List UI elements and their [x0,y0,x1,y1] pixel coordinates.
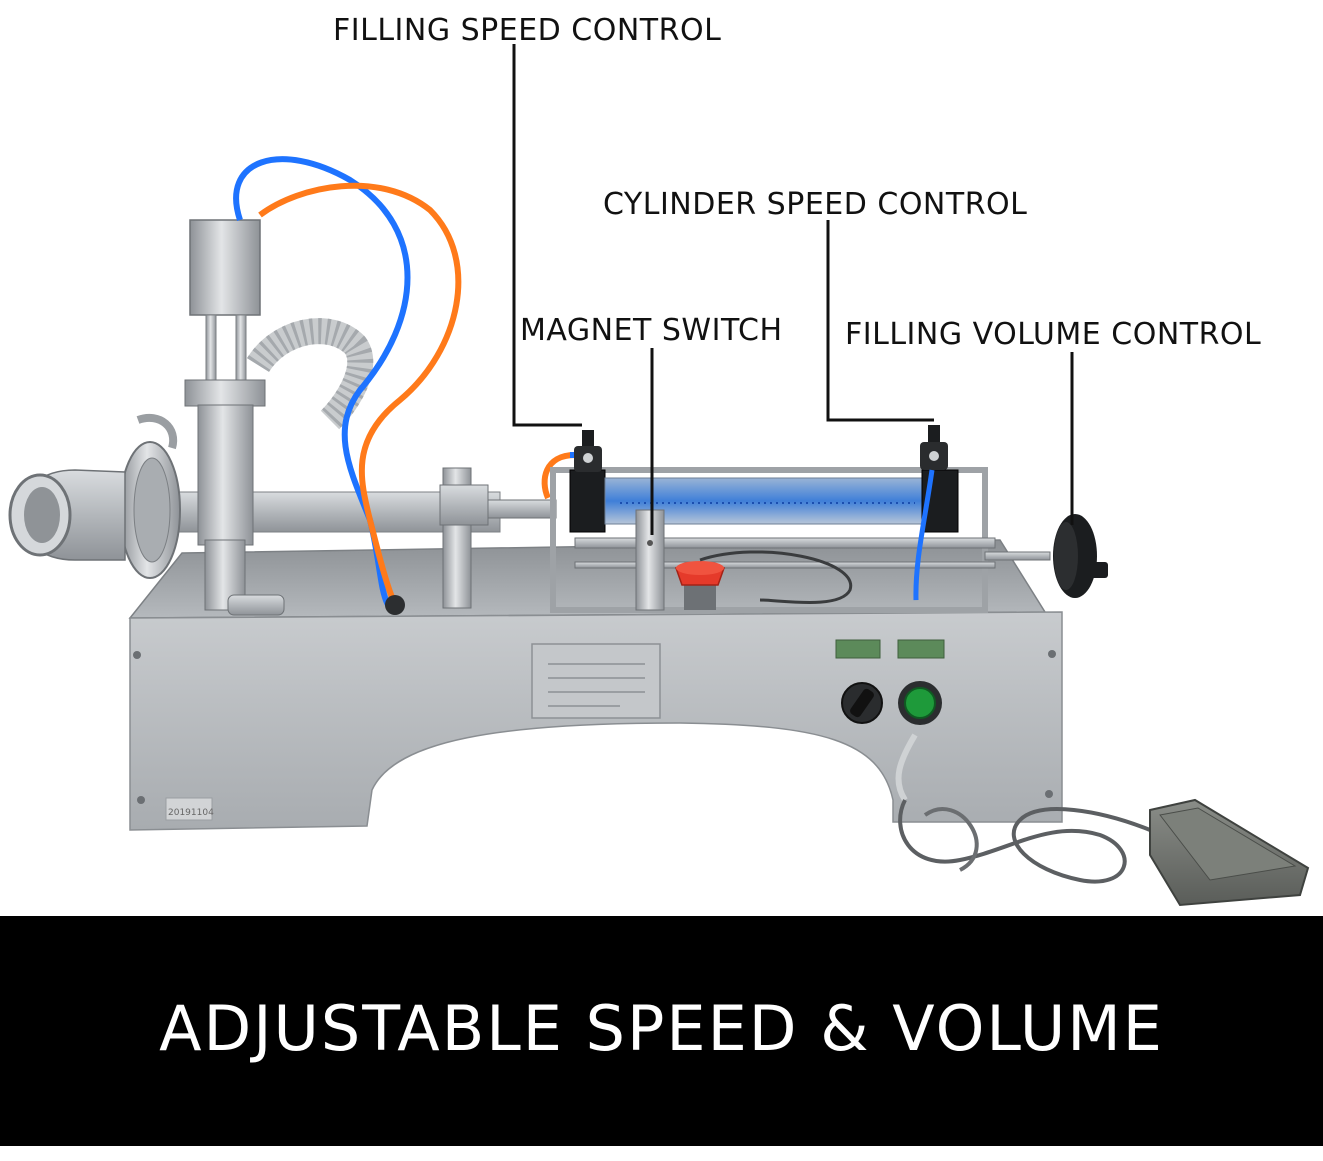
sensor-wire [699,550,853,604]
callout-lines [512,44,1074,535]
callout-magnet-switch: MAGNET SWITCH [520,313,783,348]
base-cabinet [129,611,1063,831]
bottom-margin [0,1146,1323,1161]
cylinder-end-left [569,469,606,533]
caption-banner [0,916,1323,1146]
screw [1048,650,1056,658]
machine-base: 20191104 [128,539,1063,831]
valve-assembly [8,156,501,616]
foot-pedal[interactable] [898,798,1310,907]
callout-cylinder-speed-control: CYLINDER SPEED CONTROL [603,187,1028,222]
pedal-cable [898,799,1151,884]
screw [1045,790,1053,798]
clear-tube [895,733,918,802]
callout-filling-volume-control: FILLING VOLUME CONTROL [845,317,1262,352]
red-stop-button[interactable] [674,561,726,610]
magnet-switch-block [635,509,665,611]
filling-volume-knob[interactable] [984,514,1108,598]
leader-cylinder-speed [826,220,934,422]
valve-clamp [136,414,178,450]
filling-machine-illustration: 20191104 [8,44,1310,907]
guide-rail-2 [574,561,996,569]
filling-speed-valve[interactable] [574,430,602,472]
column-body [197,404,254,546]
column-foot [227,594,285,616]
control-label-left [835,639,881,659]
caption-banner-text: ADJUSTABLE SPEED & VOLUME [159,992,1164,1065]
vertical-cylinder [189,219,261,316]
column-collar [184,379,266,407]
date-label [165,797,213,821]
tube-grommet [385,595,405,615]
date-label-text: 20191104 [168,808,214,818]
piston-rod [487,499,557,519]
control-label-right [897,639,945,659]
orange-tube-loop [541,452,576,500]
screw [133,651,141,659]
air-cylinder [550,425,996,613]
piston-assembly [439,452,580,609]
cylinder-speed-valve[interactable] [913,425,948,601]
orange-air-tube [258,182,462,606]
screw [137,796,145,804]
callout-filling-speed-control: FILLING SPEED CONTROL [333,13,722,48]
guide-rail [574,537,996,549]
leader-filling-speed [512,44,582,427]
green-start-button[interactable] [904,687,936,719]
valve-flange-inner [133,457,171,563]
